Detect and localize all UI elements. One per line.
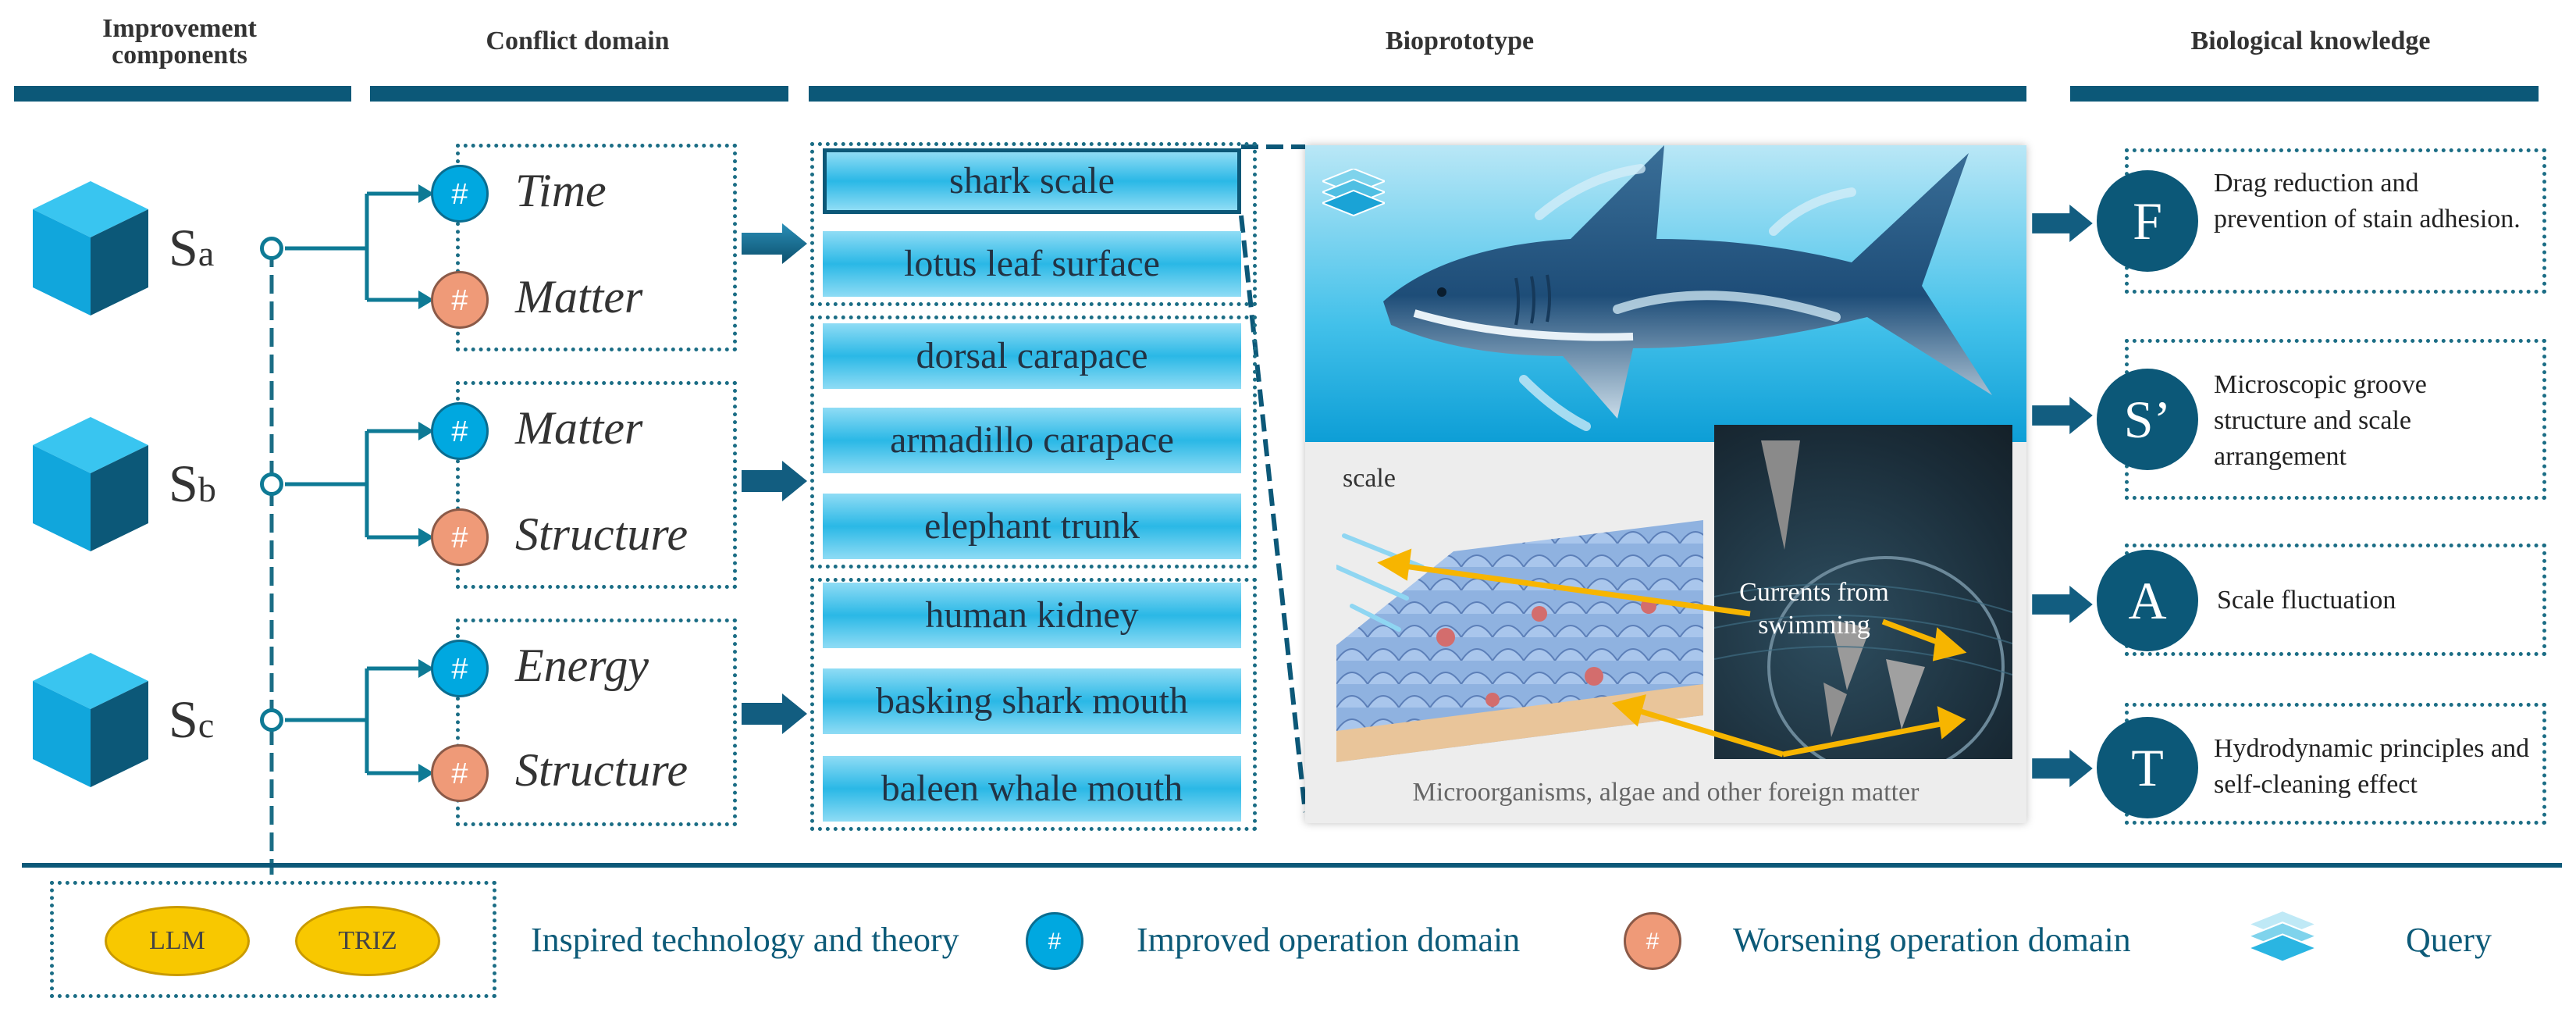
cube-icon [33, 417, 148, 551]
legend-worsening-label: Worsening operation domain [1733, 921, 2131, 959]
arrow-right-icon [742, 461, 807, 501]
connector-node [260, 708, 283, 732]
header-bar-bioprototype [809, 86, 2026, 102]
scale-label: scale [1343, 464, 1396, 493]
knowledge-marker: F [2097, 170, 2198, 272]
legend-worsening-icon: # [1624, 912, 1681, 970]
header-bar-knowledge [2070, 86, 2539, 102]
improved-badge-icon: # [431, 402, 489, 460]
improved-badge-icon: # [431, 165, 489, 223]
knowledge-marker: S’ [2097, 369, 2198, 470]
arrow-right-icon [2032, 586, 2093, 623]
component-label-b: Sb [169, 454, 216, 513]
scale-surface-illustration [1336, 520, 1703, 762]
knowledge-text: Drag reduction and prevention of stain a… [2214, 169, 2521, 234]
header-knowledge: Biological knowledge [2190, 27, 2431, 55]
legend-inspired-label: Inspired technology and theory [531, 921, 959, 959]
bioprototype-group-b [810, 315, 1257, 569]
llm-badge: LLM [105, 906, 250, 976]
knowledge-text: Hydrodynamic principles and self-cleanin… [2214, 734, 2530, 799]
legend-improved-label: Improved operation domain [1137, 921, 1521, 959]
query-layers-icon [1322, 169, 1385, 217]
shark-illustration-panel: scale [1305, 145, 2026, 823]
component-label-a: Sa [169, 218, 215, 277]
bioprototype-item[interactable]: baleen whale mouth [823, 756, 1241, 822]
worsening-badge-icon: # [431, 508, 489, 566]
conflict-worsened-text: Structure [515, 744, 688, 796]
header-bar-conflict [370, 86, 788, 102]
currents-label: Currents from swimming [1739, 578, 1889, 640]
bioprototype-item[interactable]: lotus leaf surface [823, 231, 1241, 297]
knowledge-marker: T [2097, 717, 2198, 818]
conflict-worsened-text: Structure [515, 508, 688, 560]
scale-microscope-view [1714, 425, 2012, 759]
triz-badge: TRIZ [295, 906, 440, 976]
bioprototype-item[interactable]: elephant trunk [823, 494, 1241, 559]
image-caption: Microorganisms, algae and other foreign … [1412, 778, 1920, 807]
legend-tech-box [50, 881, 496, 998]
legend-query-label: Query [2406, 921, 2492, 959]
header-improvement: Improvement components [102, 14, 257, 70]
conflict-improved-text: Time [515, 165, 607, 216]
worsening-badge-icon: # [431, 271, 489, 329]
worsening-badge-icon: # [431, 744, 489, 802]
denticle-illustration [1714, 440, 2012, 759]
arrow-right-icon [2032, 750, 2093, 787]
header-bioprototype: Bioprototype [1385, 27, 1535, 55]
connector-node [260, 237, 283, 260]
conflict-improved-text: Energy [515, 640, 649, 691]
conflict-box-a [456, 144, 737, 351]
shark-illustration [1305, 145, 2026, 442]
header-conflict: Conflict domain [486, 27, 670, 55]
callout-arrows [1377, 548, 1967, 758]
legend-improved-icon: # [1026, 912, 1083, 970]
bioprototype-item[interactable]: human kidney [823, 583, 1241, 648]
bioprototype-item[interactable]: basking shark mouth [823, 668, 1241, 734]
arrow-right-icon [2032, 205, 2093, 242]
arrow-right-icon [2032, 397, 2093, 434]
header-bar-improvement [14, 86, 351, 102]
knowledge-marker: A [2097, 550, 2198, 651]
bioprototype-item-shark-scale[interactable]: shark scale [823, 148, 1241, 214]
cube-icon [33, 181, 148, 315]
improved-badge-icon: # [431, 640, 489, 697]
conflict-worsened-text: Matter [515, 271, 643, 323]
cube-icon [33, 653, 148, 787]
bioprototype-item[interactable]: armadillo carapace [823, 408, 1241, 473]
arrow-right-icon [742, 693, 807, 734]
conflict-box-b [456, 381, 737, 589]
knowledge-text: Scale fluctuation [2217, 586, 2396, 615]
conflict-box-c [456, 619, 737, 826]
arrow-right-icon [742, 223, 807, 264]
bioprototype-item[interactable]: dorsal carapace [823, 323, 1241, 389]
connector-node [260, 472, 283, 496]
bioprototype-group-c [810, 578, 1257, 831]
component-label-c: Sc [169, 690, 215, 749]
conflict-improved-text: Matter [515, 402, 643, 454]
query-layers-icon [2248, 911, 2317, 963]
knowledge-text: Microscopic groove structure and scale a… [2214, 370, 2427, 471]
bioprototype-group-a [810, 142, 1257, 306]
